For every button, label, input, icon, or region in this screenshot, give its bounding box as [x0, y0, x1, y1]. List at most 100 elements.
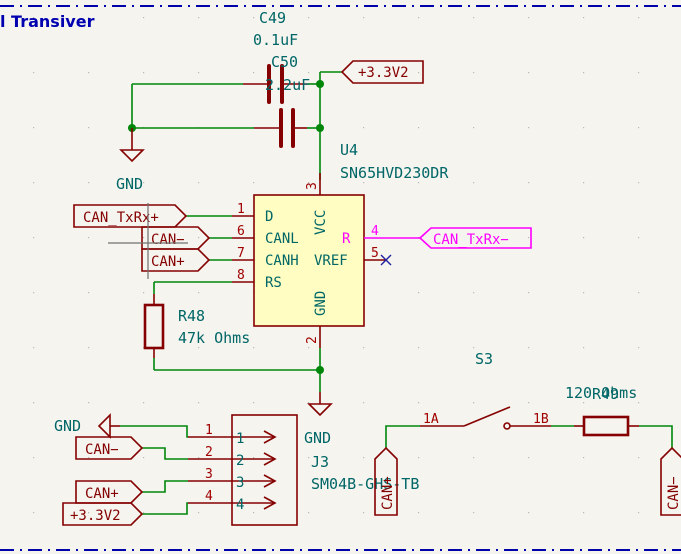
- grid-dot: [583, 237, 585, 239]
- grid-dot: [33, 402, 35, 404]
- global-label-can-minus-u4[interactable]: CAN−: [141, 226, 211, 250]
- grid-dot: [33, 237, 35, 239]
- grid-dot: [253, 72, 255, 74]
- s3-ref: S3: [475, 350, 493, 368]
- grid-dot: [418, 182, 420, 184]
- can-plus-j3-text: CAN+: [85, 486, 119, 502]
- grid-dot: [528, 512, 530, 514]
- resistor-body: [582, 415, 630, 437]
- grid-dot: [473, 237, 475, 239]
- grid-dot: [473, 292, 475, 294]
- grid-dot: [528, 72, 530, 74]
- grid-dot: [363, 512, 365, 514]
- grid-dot: [143, 292, 145, 294]
- can-txrx-minus-text: CAN_TxRx−: [433, 232, 509, 248]
- u4-pin8-number: 8: [237, 268, 245, 283]
- vcc-top-label-text: +3.3V2: [358, 65, 409, 81]
- can-minus-j3-text: CAN−: [85, 442, 119, 458]
- grid-dot: [528, 402, 530, 404]
- global-label-can-plus-u4[interactable]: CAN+: [141, 248, 211, 272]
- global-label-vcc-top[interactable]: +3.3V2: [340, 60, 424, 84]
- capacitor-c49[interactable]: C49 0.1uF: [132, 9, 320, 104]
- u4-value: SN65HVD230DR: [340, 164, 449, 182]
- grid-dot: [528, 292, 530, 294]
- grid-dot: [88, 457, 90, 459]
- ground-icon: [119, 149, 145, 163]
- global-label-can-txrx-plus[interactable]: CAN_TxRx+: [73, 204, 188, 228]
- sheet-title: l Transiver: [0, 12, 95, 31]
- grid-dot: [583, 127, 585, 129]
- grid-dot: [308, 182, 310, 184]
- grid-dot: [528, 347, 530, 349]
- grid-dot: [528, 127, 530, 129]
- grid-dot: [198, 402, 200, 404]
- gnd-symbol-mid[interactable]: GND: [304, 392, 333, 447]
- grid-dot: [473, 182, 475, 184]
- capacitor-c50[interactable]: C50 2.2uF: [132, 53, 320, 148]
- grid-dot: [473, 347, 475, 349]
- switch-s3[interactable]: S3 1A 1B: [420, 350, 551, 430]
- grid-dot: [473, 72, 475, 74]
- can-minus-u4-text: CAN−: [151, 232, 185, 248]
- grid-dot: [638, 182, 640, 184]
- connector-j3[interactable]: J3 SM04B-GHS-TB 1 2 3 4 1 2 3 4: [188, 414, 419, 526]
- grid-dot: [88, 127, 90, 129]
- hier-label-can-txrx-minus[interactable]: CAN_TxRx−: [418, 227, 532, 249]
- grid-dot: [143, 72, 145, 74]
- gnd-label-mid: GND: [304, 429, 331, 447]
- gnd-symbol-top[interactable]: GND: [116, 128, 145, 193]
- grid-dot: [88, 182, 90, 184]
- j3-pin3-number: 3: [205, 467, 213, 482]
- u4-pin-vcc-name: VCC: [313, 210, 329, 235]
- resistor-r49[interactable]: R49 120 Ohms: [565, 384, 639, 437]
- c49-value: 0.1uF: [253, 31, 298, 49]
- grid-dot: [198, 457, 200, 459]
- grid-dot: [363, 127, 365, 129]
- grid-dot: [363, 182, 365, 184]
- gnd-label-conn: GND: [54, 417, 81, 435]
- can-txrx-plus-text: CAN_TxRx+: [83, 210, 159, 226]
- grid-dot: [253, 457, 255, 459]
- u4-pin3-number: 3: [305, 182, 320, 190]
- u4-pin-rs-name: RS: [265, 275, 282, 291]
- ground-icon: [307, 403, 333, 417]
- grid-dot: [308, 72, 310, 74]
- gnd-label-top: GND: [116, 175, 143, 193]
- switch-contact: [503, 422, 511, 430]
- u4-pin1-number: 1: [237, 202, 245, 217]
- grid-dot: [528, 237, 530, 239]
- global-label-can-plus-s3[interactable]: CAN+: [374, 446, 398, 516]
- resistor-r48[interactable]: R48 47k Ohms: [143, 294, 250, 358]
- grid-dot: [473, 17, 475, 19]
- grid-dot: [308, 17, 310, 19]
- u4-pin-d-name: D: [265, 209, 273, 225]
- vcc-j3-text: +3.3V2: [70, 508, 121, 524]
- global-label-vcc-j3[interactable]: +3.3V2: [62, 502, 144, 526]
- u4-pin6-number: 6: [237, 224, 245, 239]
- grid-dot: [143, 17, 145, 19]
- grid-dot: [253, 512, 255, 514]
- u4-pin7-number: 7: [237, 246, 245, 261]
- c50-ref: C50: [271, 53, 298, 71]
- resistor-body: [143, 303, 165, 350]
- gnd-symbol-conn[interactable]: GND: [54, 413, 120, 439]
- junction-dot: [316, 124, 324, 132]
- grid-dot: [363, 402, 365, 404]
- s3-pin-1b: 1B: [533, 412, 549, 427]
- grid-dot: [418, 512, 420, 514]
- global-label-can-minus-j3[interactable]: CAN−: [75, 436, 144, 460]
- grid-dot: [418, 127, 420, 129]
- grid-dot: [33, 512, 35, 514]
- global-label-can-plus-j3[interactable]: CAN+: [75, 480, 144, 504]
- grid-dot: [33, 457, 35, 459]
- grid-dot: [418, 17, 420, 19]
- j3-body: [231, 414, 298, 526]
- j3-pin1-name: 1: [236, 431, 244, 447]
- global-label-can-minus-r49[interactable]: CAN−: [660, 446, 681, 516]
- grid-dot: [363, 457, 365, 459]
- ic-u4[interactable]: U4 SN65HVD230DR 1 6 7 8 D CANL CANH RS 3…: [232, 141, 449, 348]
- grid-dot: [418, 347, 420, 349]
- grid-dot: [638, 72, 640, 74]
- ground-icon: [97, 413, 111, 439]
